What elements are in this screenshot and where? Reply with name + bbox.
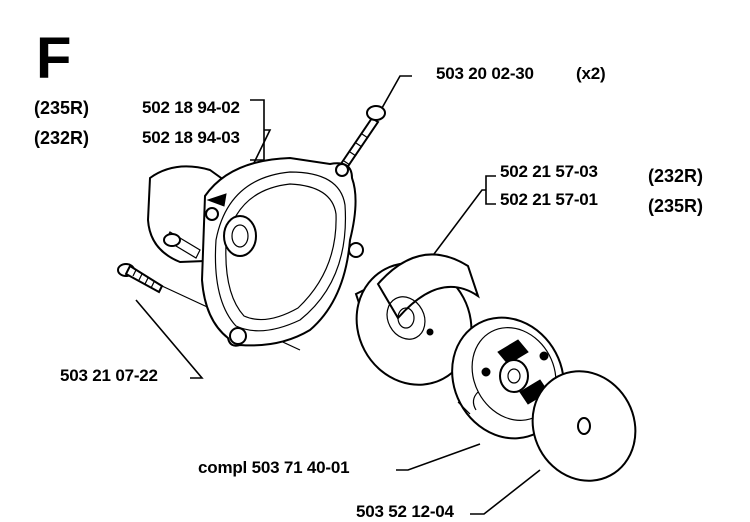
bracket-housing: [250, 99, 265, 161]
leader-screw-left: [135, 299, 204, 379]
leader-washer: [470, 469, 541, 515]
part-number-drum-235r[interactable]: 502 21 57-01: [500, 190, 598, 209]
part-number-screw-left[interactable]: 503 21 07-22: [60, 366, 158, 385]
part-number-clutch[interactable]: compl 503 71 40-01: [198, 458, 350, 477]
clutch-drum-part: [354, 253, 480, 386]
part-number-drum-232r[interactable]: 502 21 57-03: [500, 162, 598, 181]
leader-lines: [135, 75, 541, 515]
leader-drum: [427, 189, 486, 263]
bracket-drum: [485, 175, 496, 205]
leader-screw-top: [381, 75, 412, 109]
section-letter: F: [36, 26, 72, 91]
part-number-washer[interactable]: 503 52 12-04: [356, 502, 454, 521]
washer-part: [531, 370, 637, 482]
screw-left-part: [117, 263, 164, 294]
leader-clutch: [396, 443, 481, 471]
model-label-drum-232r: (232R): [648, 166, 704, 186]
gear-housing-part: [146, 156, 364, 347]
model-label-232r: (232R): [34, 128, 90, 148]
model-label-drum-235r: (235R): [648, 196, 704, 216]
model-label-235r: (235R): [34, 98, 90, 118]
part-number-housing-232r[interactable]: 502 18 94-03: [142, 128, 240, 147]
quantity-screw-top: (x2): [576, 64, 606, 83]
part-number-screw-top[interactable]: 503 20 02-30: [436, 64, 534, 83]
part-number-housing-235r[interactable]: 502 18 94-02: [142, 98, 240, 117]
